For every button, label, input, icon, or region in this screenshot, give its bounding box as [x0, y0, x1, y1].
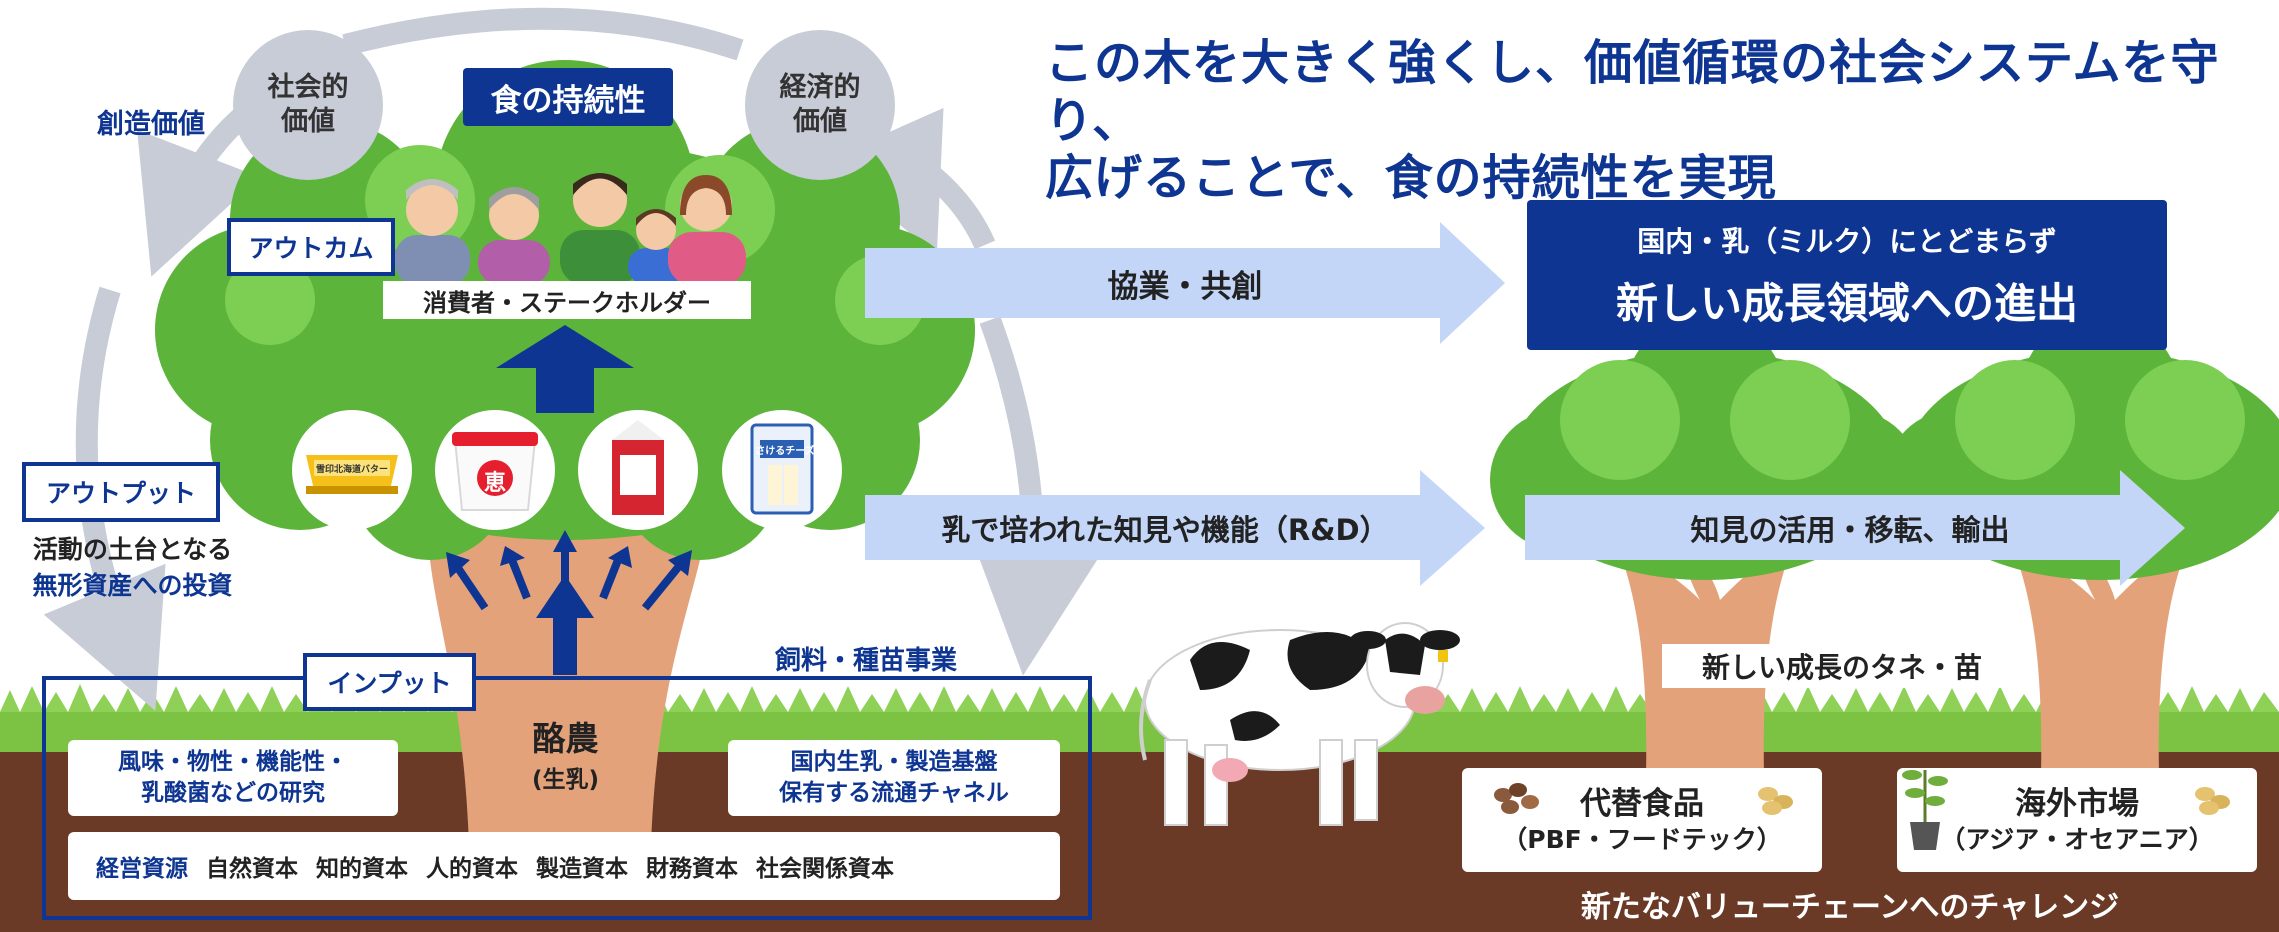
growth-arrows — [446, 325, 692, 675]
yogurt-cup-text: 恵 — [483, 471, 506, 496]
capital-intellectual: 知的資本 — [316, 856, 408, 882]
rnd-arrow — [865, 470, 1485, 586]
created-value-label: 創造価値 — [97, 109, 205, 140]
economic-value-circle: 経済的 価値 — [745, 30, 895, 180]
research-line-1: 風味・物性・機能性・ — [118, 748, 348, 775]
dairy-main: 酪農 — [532, 719, 599, 758]
capital-manufactured: 製造資本 — [536, 856, 628, 882]
capital-human: 人的資本 — [426, 856, 518, 882]
butter-package-icon — [306, 455, 398, 494]
research-box: 風味・物性・機能性・ 乳酸菌などの研究 — [68, 740, 398, 816]
capital-natural: 自然資本 — [206, 856, 298, 882]
cheese-stick-text: さけるチーズ — [755, 446, 815, 457]
new-growth-title: 新しい成長領域への進出 — [1615, 278, 2078, 328]
family-illustration — [395, 173, 746, 285]
rnd-label: 乳で培われた知見や機能（R&D） — [941, 513, 1389, 547]
domestic-line-1: 国内生乳・製造基盤 — [790, 748, 998, 775]
knowledge-transfer-label: 知見の活用・移転、輸出 — [1690, 513, 2010, 547]
capital-heading: 経営資源 — [96, 856, 188, 882]
dairy-label: 酪農 (生乳) — [478, 712, 653, 794]
growth-seeds-label: 新しい成長のタネ・苗 — [1662, 644, 2022, 688]
new-growth-subtitle: 国内・乳（ミルク）にとどまらず — [1637, 224, 2057, 258]
domestic-line-2: 保有する流通チャネル — [779, 780, 1009, 806]
output-label: アウトプット — [22, 462, 220, 522]
overseas-sub: （アジア・オセアニア） — [1940, 824, 2214, 854]
stakeholders-label: 消費者・ステークホルダー — [383, 281, 751, 319]
headline-line-2: 広げることで、食の持続性を実現 — [1045, 150, 1777, 207]
value-chain-challenge: 新たなバリューチェーンへのチャレンジ — [1580, 890, 2120, 925]
research-line-2: 乳酸菌などの研究 — [141, 780, 325, 806]
output-description: 活動の土台となる 無形資産への投資 — [20, 532, 245, 605]
management-resources-box: 経営資源 自然資本 知的資本 人的資本 製造資本 財務資本 社会関係資本 — [68, 832, 1060, 900]
overseas-market-box: 海外市場 （アジア・オセアニア） — [1897, 768, 2257, 872]
alt-food-box: 代替食品 （PBF・フードテック） — [1462, 768, 1822, 872]
collaboration-arrow — [865, 222, 1505, 344]
feed-business-label: 飼料・種苗事業 — [775, 646, 958, 676]
yogurt-cup-icon — [452, 432, 538, 511]
cow-illustration — [1139, 622, 1460, 826]
food-sustainability-label: 食の持続性 — [463, 68, 673, 126]
outcome-label: アウトカム — [227, 218, 395, 276]
headline: この木を大きく強くし、価値循環の社会システムを守り、 広げることで、食の持続性を… — [1045, 35, 2279, 208]
new-growth-box: 国内・乳（ミルク）にとどまらず 新しい成長領域への進出 — [1527, 200, 2167, 350]
dairy-sub: (生乳) — [531, 767, 600, 793]
capital-financial: 財務資本 — [646, 856, 738, 882]
alt-food-sub: （PBF・フードテック） — [1502, 824, 1782, 854]
collaboration-label: 協業・共創 — [1107, 268, 1263, 305]
input-label: インプット — [303, 653, 476, 711]
social-value-circle: 社会的 価値 — [233, 30, 383, 180]
output-desc-line-1: 活動の土台となる — [32, 535, 233, 564]
milk-carton-icon — [612, 420, 664, 515]
capital-social: 社会関係資本 — [756, 856, 894, 882]
output-desc-line-2: 無形資産への投資 — [32, 571, 233, 601]
cheese-stick-icon — [750, 423, 814, 515]
knowledge-transfer-arrow — [1525, 470, 2185, 586]
overseas-main: 海外市場 — [2015, 785, 2139, 822]
domestic-infrastructure-box: 国内生乳・製造基盤 保有する流通チャネル — [728, 740, 1060, 816]
headline-line-1: この木を大きく強くし、価値循環の社会システムを守り、 — [1045, 35, 2220, 149]
butter-package-text: 雪印北海道バター — [315, 465, 388, 475]
input-region-frame — [42, 676, 1092, 920]
alt-food-main: 代替食品 — [1580, 785, 1704, 822]
